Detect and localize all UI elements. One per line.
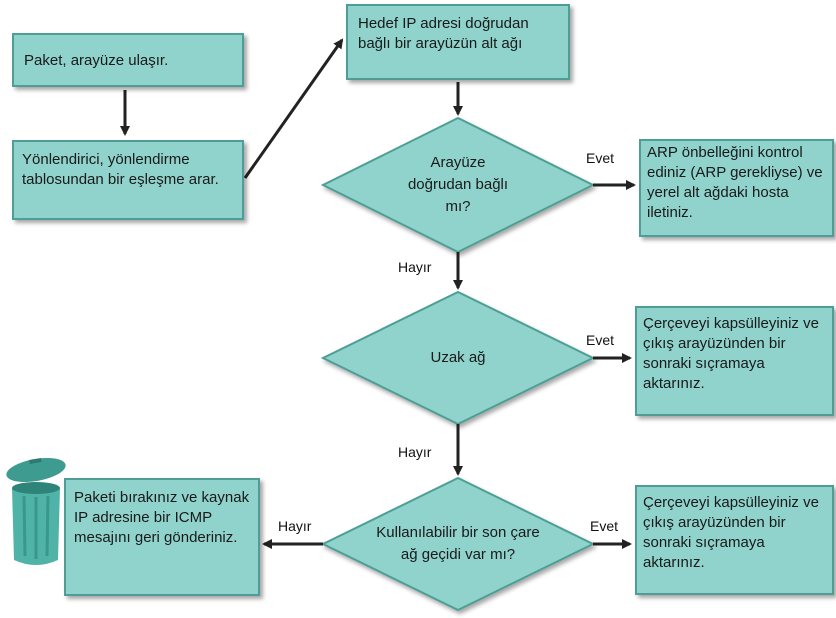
drop-action-box: Paketi bırakınız ve kaynak IP adresine b… [64, 478, 260, 596]
dest-subnet-text: Hedef IP adresi doğrudan bağlı bir arayü… [358, 15, 529, 52]
packet-arrives-box: Paket, arayüze ulaşır. [12, 33, 244, 87]
decision-gateway-text: Kullanılabilir bir son çare ağ geçidi va… [376, 524, 540, 563]
decision-remote-text: Uzak ağ [430, 349, 486, 366]
arrow-lookup-to-subnet [243, 38, 344, 179]
arp-action-box: ARP önbelleğini kontrol ediniz (ARP gere… [639, 139, 834, 237]
arp-action-text: ARP önbelleğini kontrol ediniz (ARP gere… [647, 144, 823, 221]
drop-action-text: Paketi bırakınız ve kaynak IP adresine b… [74, 489, 250, 546]
label-yes-gateway: Evet [590, 518, 619, 534]
remote-action-text: Çerçeveyi kapsülleyiniz ve çıkış arayüzü… [643, 315, 819, 392]
label-yes-remote: Evet [586, 332, 615, 348]
label-no-gateway: Hayır [278, 518, 312, 534]
label-no-connected: Hayır [398, 259, 432, 275]
router-lookup-box: Yönlendirici, yönlendirme tablosundan bi… [12, 140, 244, 220]
dest-subnet-box: Hedef IP adresi doğrudan bağlı bir arayü… [346, 4, 570, 80]
gateway-action-text: Çerçeveyi kapsülleyiniz ve çıkış arayüzü… [643, 494, 819, 571]
router-lookup-text: Yönlendirici, yönlendirme tablosundan bi… [22, 151, 219, 188]
label-yes-connected: Evet [586, 150, 615, 166]
packet-arrives-text: Paket, arayüze ulaşır. [24, 52, 169, 69]
gateway-action-box: Çerçeveyi kapsülleyiniz ve çıkış arayüzü… [635, 485, 834, 595]
remote-action-box: Çerçeveyi kapsülleyiniz ve çıkış arayüzü… [635, 306, 834, 416]
decision-connected-text: Arayüze doğrudan bağlı mı? [407, 154, 509, 215]
label-no-remote: Hayır [398, 444, 432, 460]
decision-gateway-diamond [320, 476, 596, 612]
trash-can-icon [6, 457, 66, 565]
